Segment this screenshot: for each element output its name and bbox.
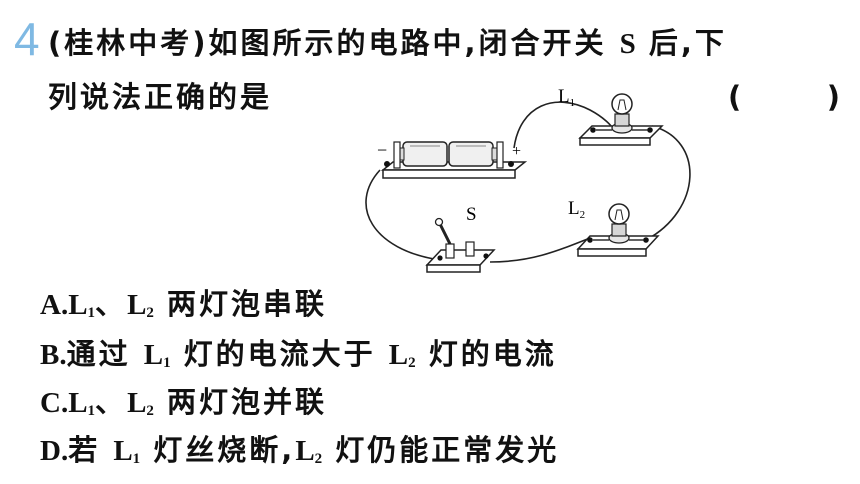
option-d-l2: L (295, 435, 315, 467)
option-b-pre: 通过 (66, 337, 131, 371)
option-b-l1-sub: 1 (163, 355, 171, 371)
battery-cell-2 (448, 141, 499, 167)
question-number: 4 (14, 13, 40, 65)
option-b-l1: L (143, 339, 164, 371)
question-stem-part2: 后,下 (648, 26, 727, 60)
option-c-sep: 、 (95, 385, 128, 419)
battery-plus-label: + (512, 143, 521, 160)
option-a-text: 两灯泡串联 (167, 287, 328, 321)
option-c-l1: L (68, 387, 88, 419)
option-b-text: 灯的电流 (428, 337, 557, 371)
battery-pack: − + (377, 140, 528, 179)
lamp-l1-label: L1 (558, 86, 575, 109)
option-a-sep: 、 (95, 287, 128, 321)
option-a[interactable]: A.L1、L2 两灯泡串联 (40, 287, 327, 323)
question-stem-line2: 列说法正确的是 (48, 80, 273, 114)
option-b-l2: L (388, 339, 409, 371)
option-d-l2-sub: 2 (314, 451, 323, 467)
option-a-l1-sub: 1 (87, 305, 96, 321)
switch-symbol: S (619, 28, 636, 60)
bracket-open: ( (728, 80, 742, 114)
option-c-l2-sub: 2 (146, 403, 154, 419)
option-d-l1-sub: 1 (132, 451, 141, 467)
question-source: (桂林中考) (48, 26, 209, 60)
option-a-letter: A. (40, 289, 69, 321)
option-b[interactable]: B.通过 L1 灯的电流大于 L2 灯的电流 (40, 337, 557, 373)
option-c-l1-sub: 1 (87, 403, 96, 419)
option-d-letter: D. (40, 435, 69, 467)
option-d-l1: L (113, 435, 133, 467)
answer-bracket[interactable]: ( ) (728, 80, 840, 114)
option-c-letter: C. (40, 387, 69, 419)
question-stem-line1: (桂林中考)如图所示的电路中,闭合开关 S 后,下 (48, 26, 727, 62)
option-b-mid: 灯的电流大于 (183, 337, 376, 371)
battery-cell-1 (397, 141, 448, 167)
bulb-l1-icon (611, 93, 633, 115)
circuit-wires (365, 101, 691, 263)
option-a-l1: L (68, 289, 88, 321)
option-a-l2-sub: 2 (146, 305, 154, 321)
option-d-text: 灯仍能正常发光 (335, 433, 560, 467)
option-c-l2: L (127, 387, 147, 419)
battery-minus-label: − (377, 140, 387, 160)
question-stem-part1: 如图所示的电路中,闭合开关 (208, 26, 607, 60)
lamp-l1 (578, 93, 664, 146)
option-d[interactable]: D.若 L1 灯丝烧断,L2 灯仍能正常发光 (40, 433, 559, 469)
bulb-l2-icon (608, 203, 630, 225)
switch-s-label: S (466, 204, 477, 225)
option-d-mid: 灯丝烧断, (153, 433, 296, 467)
option-b-l2-sub: 2 (408, 355, 416, 371)
bracket-close: ) (826, 80, 840, 114)
option-c[interactable]: C.L1、L2 两灯泡并联 (40, 385, 327, 421)
option-b-letter: B. (40, 339, 67, 371)
option-a-l2: L (127, 289, 147, 321)
lamp-l2 (576, 203, 660, 257)
option-c-text: 两灯泡并联 (167, 385, 328, 419)
lamp-l2-label: L2 (568, 198, 585, 221)
switch-s (425, 217, 496, 273)
option-d-pre: 若 (68, 433, 101, 467)
